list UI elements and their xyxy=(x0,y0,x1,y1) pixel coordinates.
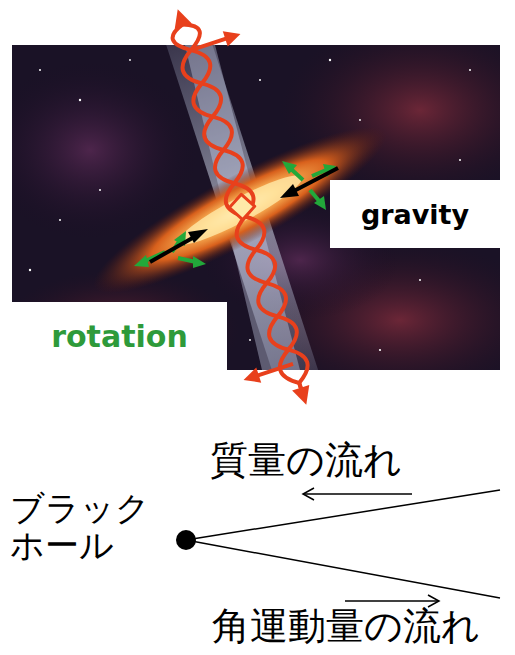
gravity-label-box: gravity xyxy=(330,180,500,248)
black-hole-label: ブラック ホール xyxy=(10,490,160,565)
flow-diagram xyxy=(176,488,500,607)
disk-edge-line xyxy=(186,490,500,540)
mass-flow-label: 質量の流れ xyxy=(210,440,402,482)
disk-edge-line xyxy=(186,540,500,598)
space-background xyxy=(12,45,500,370)
rotation-label-box: rotation xyxy=(12,302,227,370)
force-arrows xyxy=(134,161,338,268)
angular-momentum-flow-label: 角運動量の流れ xyxy=(212,606,480,648)
node-text: gravity xyxy=(361,199,469,230)
mass-flow-arrow xyxy=(303,488,412,500)
node-text: rotation xyxy=(51,319,188,354)
